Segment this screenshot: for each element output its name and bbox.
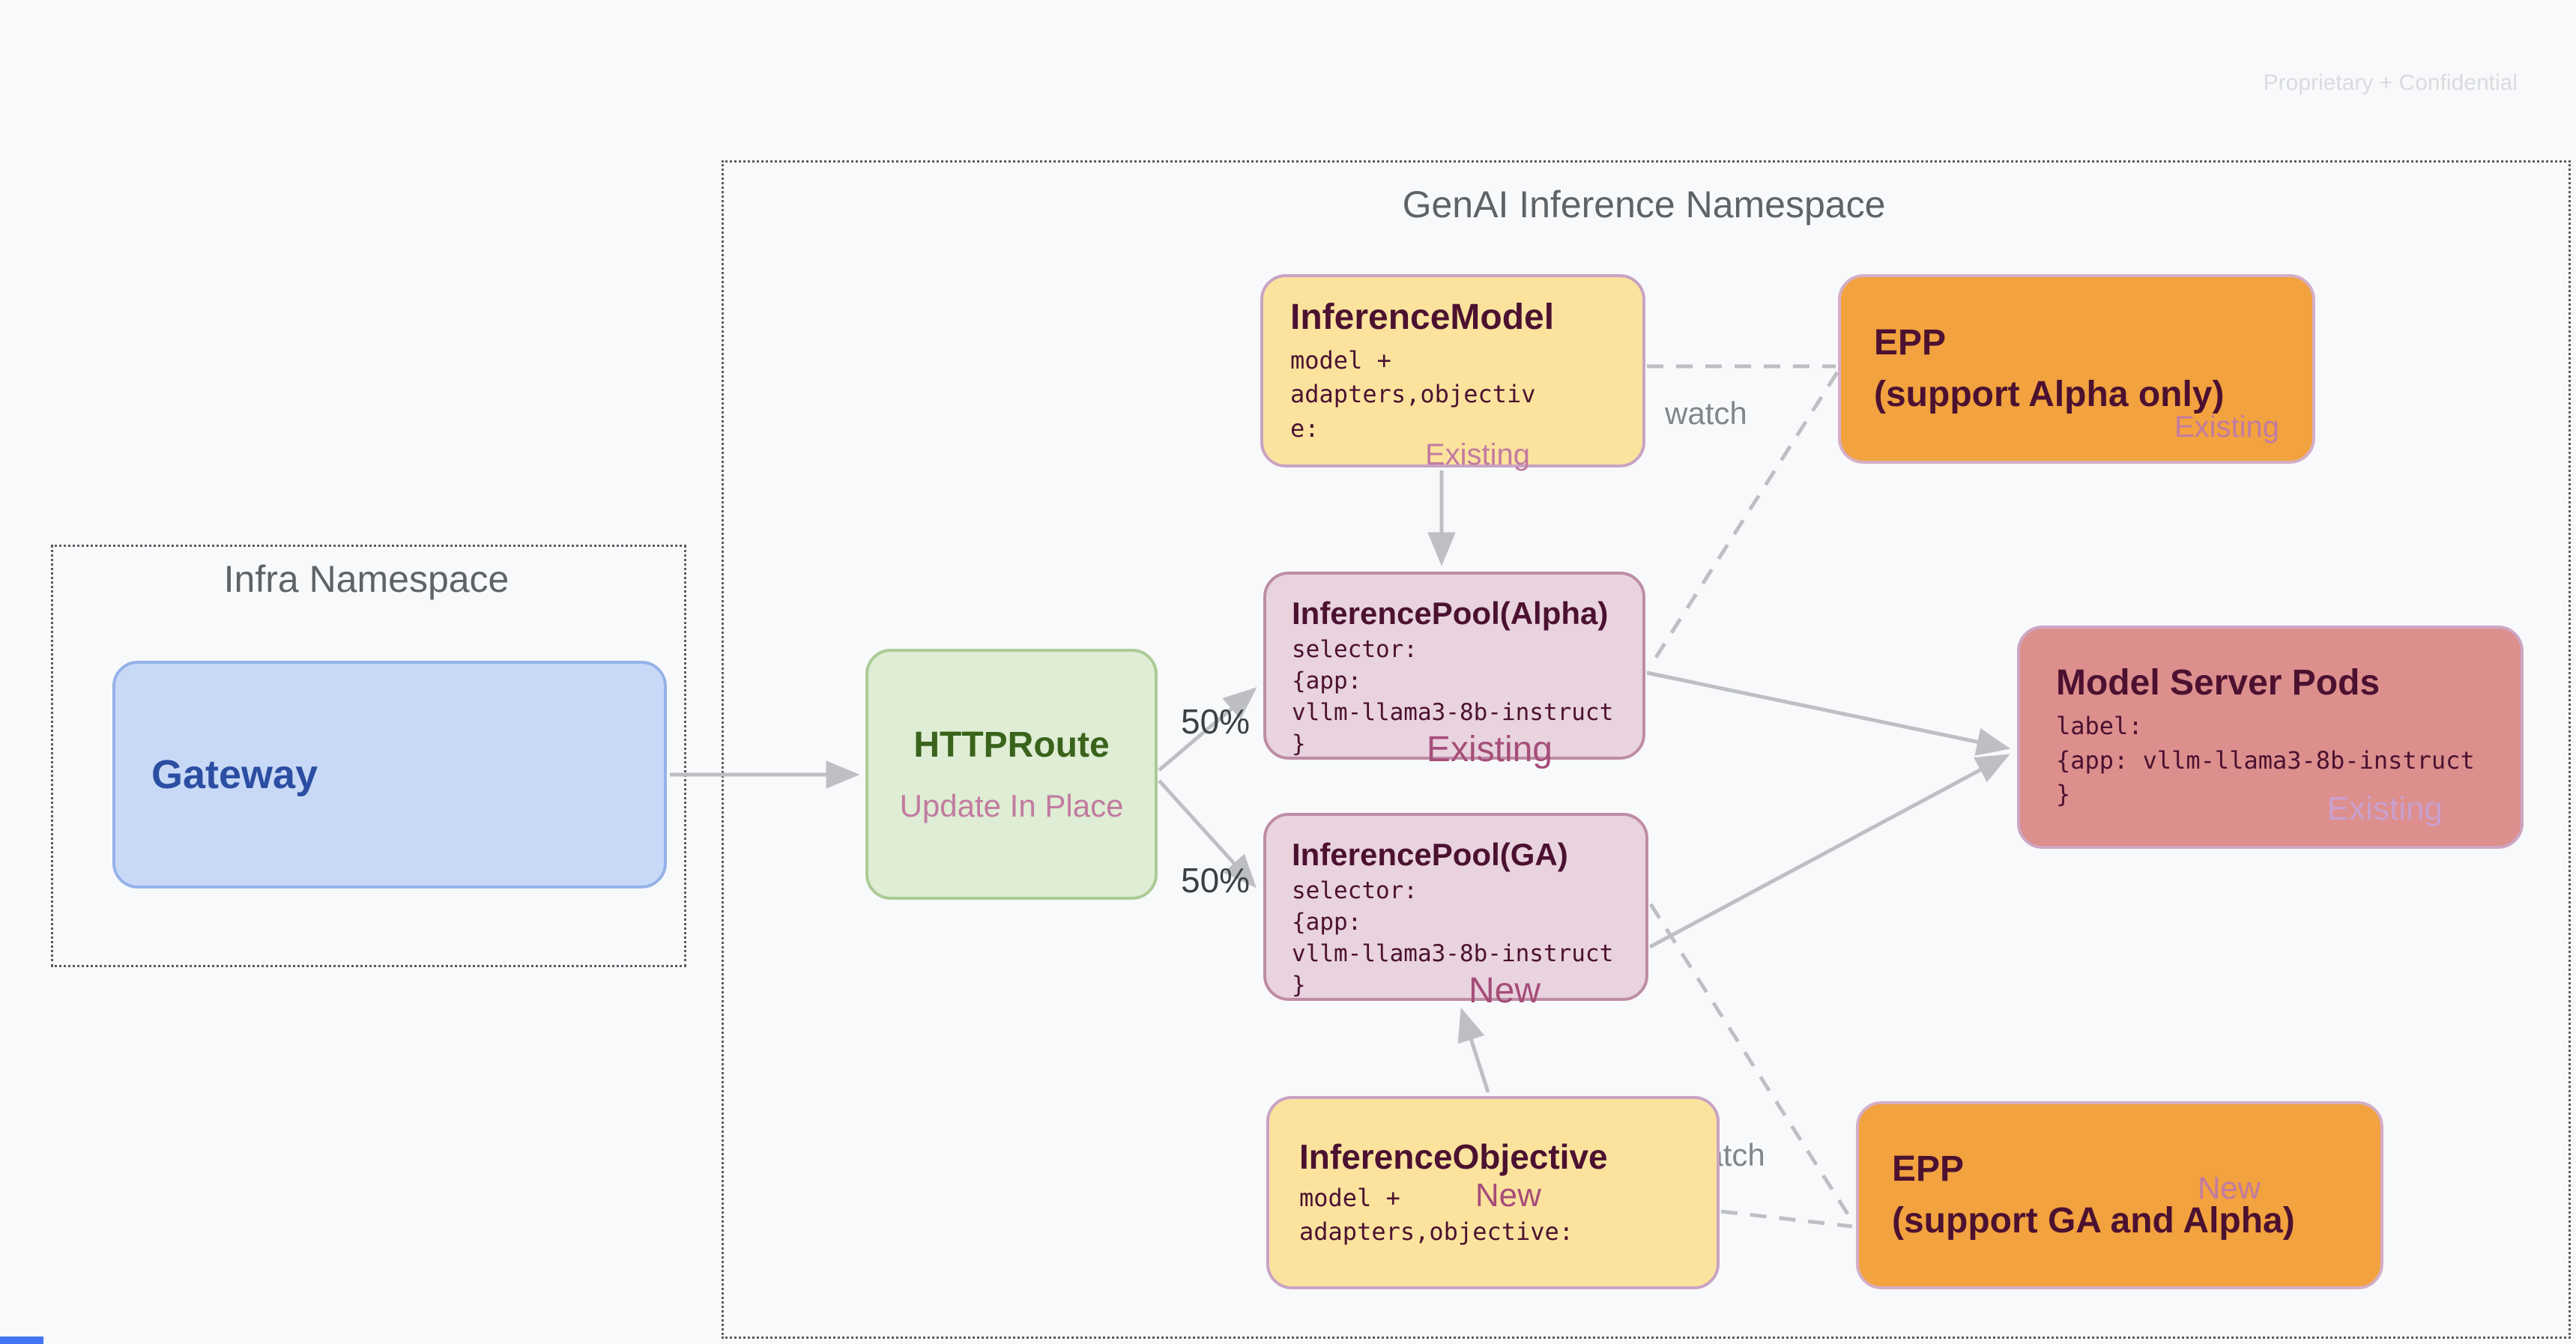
status-badge: New: [2197, 1170, 2261, 1205]
dashed-watch-inferenceobjective-to-epp-ga: [1720, 1209, 1853, 1229]
inference-pool-ga-title: InferencePool(GA): [1292, 837, 1568, 872]
gateway-title: Gateway: [151, 752, 318, 797]
traffic-split-label-bottom: 50%: [1181, 861, 1251, 900]
genai-namespace-title: GenAI Inference Namespace: [1402, 184, 1886, 225]
confidential-watermark: Proprietary + Confidential: [2263, 70, 2518, 95]
infra-namespace-title: Infra Namespace: [223, 558, 510, 600]
arrow-inferenceobjective-to-pool-ga: [1457, 1007, 1490, 1093]
infra-namespace-container: [51, 545, 686, 967]
epp-alpha-node[interactable]: EPP (support Alpha only) Existing: [1838, 274, 2315, 464]
epp-ga-node[interactable]: EPP (support GA and Alpha) New: [1856, 1101, 2383, 1289]
inference-pool-ga-selector: selector: {app: vllm-llama3-8b-instruct …: [1292, 877, 1614, 999]
inference-pool-ga-node[interactable]: InferencePool(GA) selector: {app: vllm-l…: [1263, 813, 1648, 1011]
httproute-title: HTTPRoute: [913, 725, 1110, 765]
traffic-split-label-top: 50%: [1181, 702, 1251, 741]
epp-ga-subtitle: (support GA and Alpha): [1892, 1200, 2295, 1241]
inference-model-title: InferenceModel: [1290, 297, 1555, 337]
model-server-pods-node[interactable]: Model Server Pods label: {app: vllm-llam…: [2017, 626, 2524, 849]
inference-pool-alpha-title: InferencePool(Alpha): [1292, 596, 1609, 631]
inference-model-spec: model + adapters,objectiv e:: [1290, 346, 1536, 443]
arrow-pool-alpha-to-model-server: [1646, 671, 2011, 756]
dashed-pool-ga-to-epp-ga: [1648, 903, 1856, 1225]
httproute-subtitle: Update In Place: [899, 788, 1124, 823]
inference-objective-spec-line2: adapters,objective:: [1299, 1217, 1574, 1246]
genai-namespace-container: [722, 160, 2571, 1339]
inference-objective-title: InferenceObjective: [1299, 1136, 1608, 1176]
epp-alpha-subtitle: (support Alpha only): [1874, 374, 2225, 414]
arrow-httproute-to-pool-ga: [1158, 779, 1257, 889]
httproute-node[interactable]: HTTPRoute Update In Place: [865, 649, 1158, 900]
epp-ga-title: EPP: [1892, 1149, 1965, 1190]
epp-alpha-title: EPP: [1874, 323, 1947, 363]
inference-objective-node[interactable]: InferenceObjective model + New adapters,…: [1266, 1096, 1720, 1289]
gateway-node[interactable]: Gateway: [112, 661, 667, 889]
status-badge: Existing: [2174, 411, 2279, 444]
model-server-pods-title: Model Server Pods: [2056, 663, 2380, 703]
inference-model-node[interactable]: InferenceModel model + adapters,objectiv…: [1260, 274, 1645, 471]
status-badge: Existing: [2326, 790, 2443, 827]
inference-pool-alpha-selector: selector: {app: vllm-llama3-8b-instruct …: [1292, 636, 1614, 757]
inference-pool-alpha-node[interactable]: InferencePool(Alpha) selector: {app: vll…: [1263, 572, 1645, 769]
status-badge: New: [1475, 1176, 1541, 1214]
model-server-pods-label: label: {app: vllm-llama3-8b-instruct }: [2056, 712, 2475, 809]
arrow-httproute-to-pool-alpha: [1158, 687, 1257, 772]
inference-objective-spec-line1: model +: [1299, 1183, 1400, 1212]
status-badge: New: [1468, 971, 1541, 1011]
watch-label-top: watch: [1665, 396, 1747, 431]
slide-corner-mark: [0, 1337, 43, 1344]
status-badge: Existing: [1424, 438, 1530, 471]
status-badge: Existing: [1426, 730, 1552, 769]
arrow-pool-ga-to-model-server: [1648, 754, 2010, 949]
